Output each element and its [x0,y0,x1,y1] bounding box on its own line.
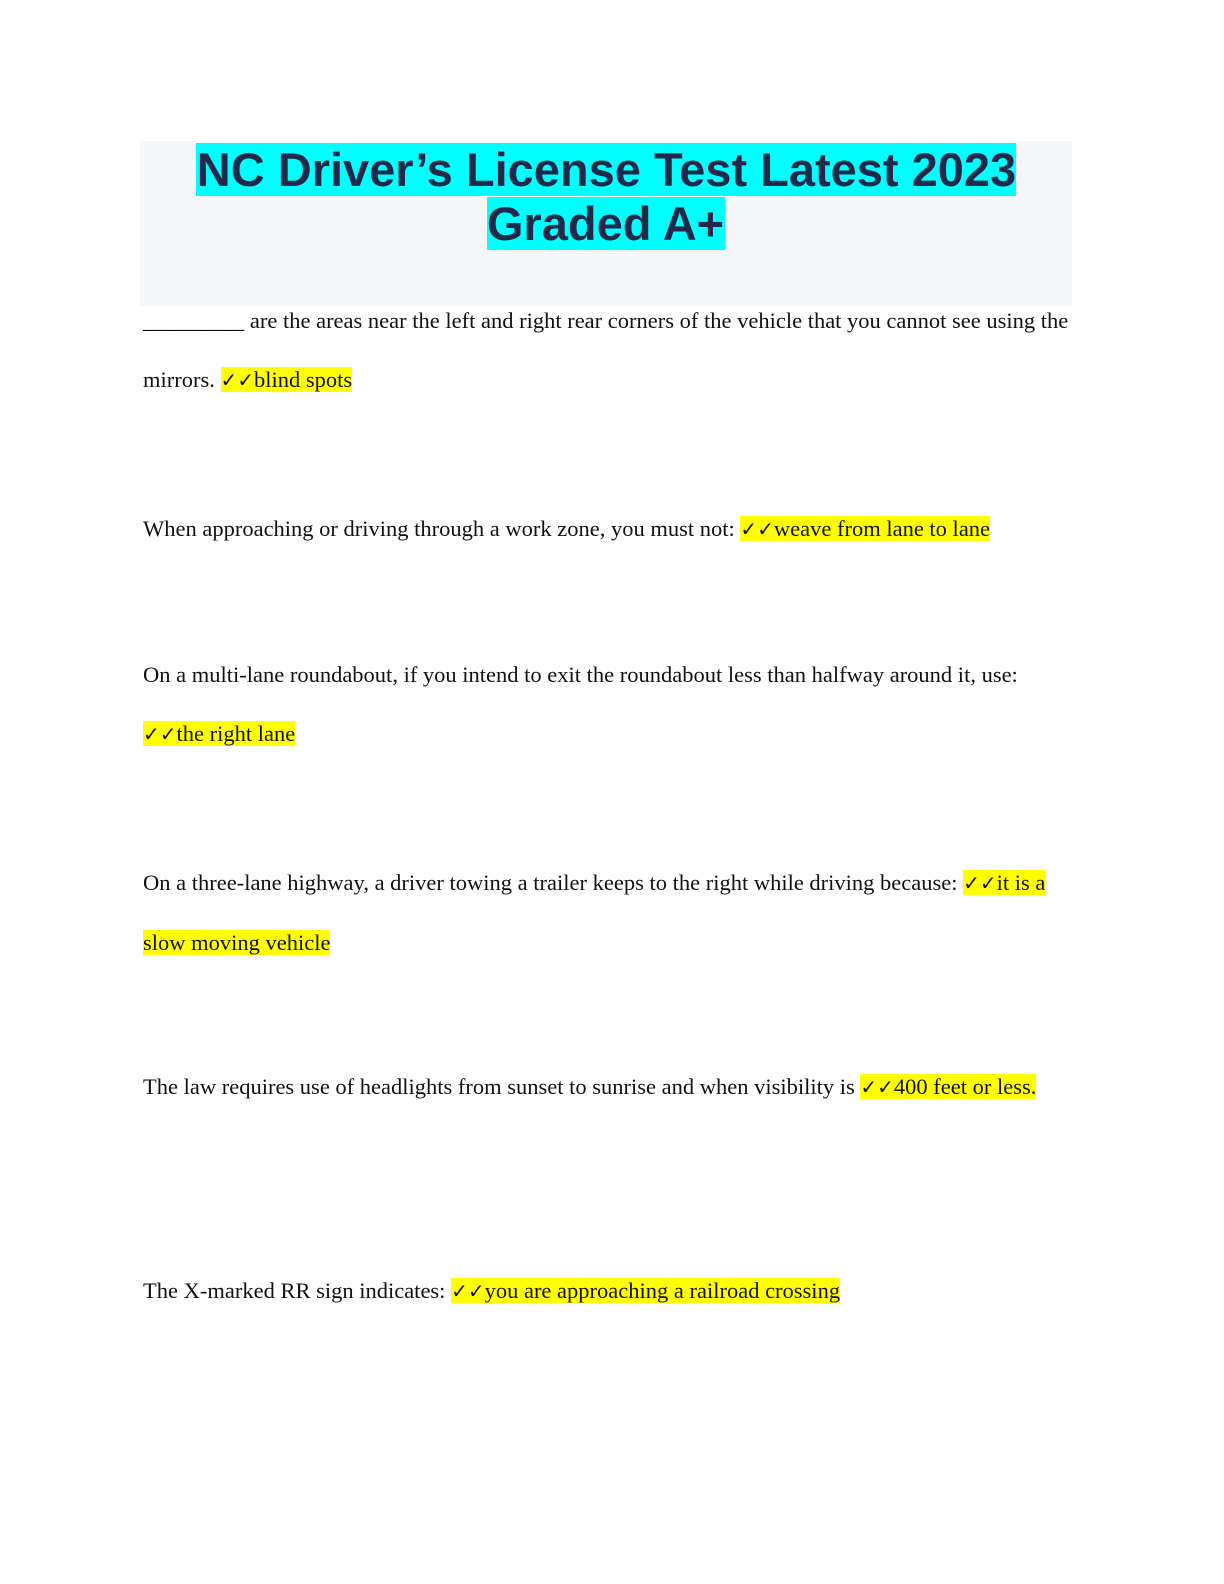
answer-highlight: ✓✓you are approaching a railroad crossin… [451,1278,841,1303]
page-title-highlight: NC Driver’s License Test Latest 2023 Gra… [195,143,1017,250]
answer-text: 400 feet or less. [893,1074,1037,1099]
check-icon: ✓✓ [963,871,997,895]
check-icon: ✓✓ [220,368,255,392]
answer-highlight: ✓✓weave from lane to lane [740,516,991,541]
answer-text: it is a slow moving vehicle [143,870,1046,955]
answer-text: the right lane [176,721,296,746]
question-item-3: On a multi-lane roundabout, if you inten… [143,645,1073,764]
answer-highlight: ✓✓400 feet or less. [860,1074,1037,1099]
question-item-2: When approaching or driving through a wo… [143,499,1073,559]
question-text: The X-marked RR sign indicates: [143,1278,452,1303]
question-text: The law requires use of headlights from … [143,1074,861,1099]
page-title: NC Driver’s License Test Latest 2023 Gra… [140,143,1072,251]
answer-highlight: ✓✓the right lane [143,721,296,746]
question-text: On a three-lane highway, a driver towing… [143,870,964,895]
answer-text: weave from lane to lane [773,516,991,541]
question-item-6: The X-marked RR sign indicates: ✓✓you ar… [143,1261,1073,1321]
check-icon: ✓✓ [860,1075,894,1099]
question-text: When approaching or driving through a wo… [143,516,741,541]
answer-text: blind spots [254,367,353,392]
question-item-1: _________ are the areas near the left an… [143,291,1073,410]
question-text: _________ are the areas near the left an… [143,308,1069,392]
check-icon: ✓✓ [451,1279,485,1303]
question-item-4: On a three-lane highway, a driver towing… [143,853,1073,972]
answer-highlight: ✓✓blind spots [220,367,353,392]
question-text: On a multi-lane roundabout, if you inten… [143,662,1018,687]
answer-text: you are approaching a railroad crossing [484,1278,841,1303]
question-item-5: The law requires use of headlights from … [143,1057,1073,1117]
check-icon: ✓✓ [740,517,774,541]
check-icon: ✓✓ [143,722,177,746]
